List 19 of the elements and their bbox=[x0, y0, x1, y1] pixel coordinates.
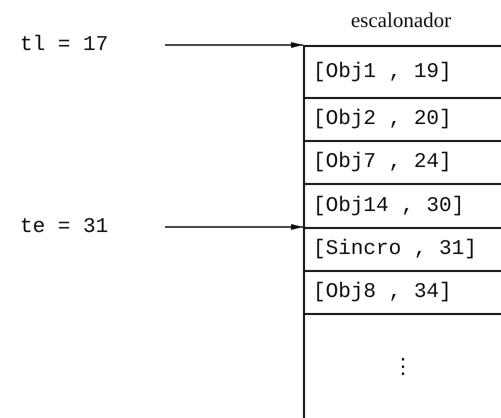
queue-cell-continued bbox=[303, 313, 501, 418]
queue-cell bbox=[303, 227, 501, 270]
arrow bbox=[165, 224, 303, 230]
table-heading: escalonador bbox=[350, 8, 452, 33]
cell-text: [Obj1 , 19] bbox=[313, 60, 452, 84]
queue-cell bbox=[303, 45, 501, 97]
cell-text: [Obj7 , 24] bbox=[313, 151, 452, 174]
cell-text: [Obj8 , 34] bbox=[313, 281, 452, 304]
queue-cell bbox=[303, 183, 501, 227]
variable-label: tl = 17 bbox=[20, 33, 120, 59]
variable-label: te = 31 bbox=[20, 215, 120, 241]
arrow bbox=[165, 42, 303, 48]
ellipsis-text: ⋮ bbox=[392, 356, 414, 380]
queue-cell bbox=[303, 270, 501, 313]
cell-text: [Obj2 , 20] bbox=[313, 108, 452, 131]
queue-cell bbox=[303, 97, 501, 140]
cell-text: [Obj14 , 30] bbox=[313, 194, 464, 218]
queue-cell bbox=[303, 140, 501, 183]
cell-text: [Sincro , 31] bbox=[313, 238, 477, 261]
